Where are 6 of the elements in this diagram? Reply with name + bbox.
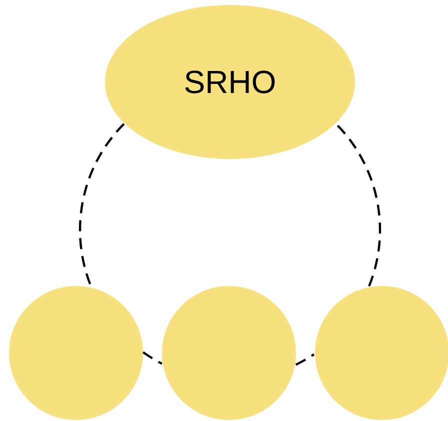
connector-arc	[335, 123, 382, 286]
connector-arc	[295, 353, 315, 366]
ellipse-node: SRHO	[105, 5, 355, 159]
circle-node	[9, 286, 143, 420]
connector-arc	[142, 351, 162, 365]
circle-node	[162, 286, 296, 420]
